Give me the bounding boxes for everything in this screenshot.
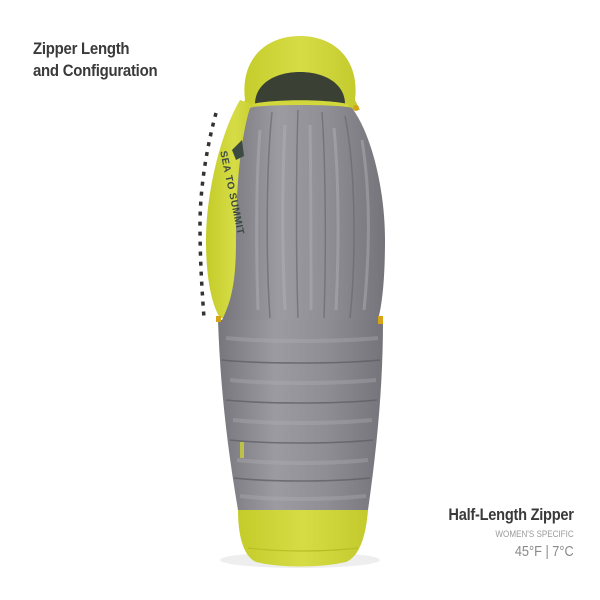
horizontal-baffle-lines (221, 359, 381, 482)
lower-body-baffles (218, 320, 383, 510)
footbox (238, 510, 368, 567)
drawcord-toggle (353, 105, 359, 111)
product-category: WOMEN'S SPECIFIC (495, 529, 574, 540)
heading-line-2: and Configuration (33, 61, 158, 80)
hood-opening (255, 72, 345, 104)
dotted-zipper-line-icon (198, 112, 218, 319)
brand-logo-icon (232, 140, 244, 160)
heading: Zipper Length and Configuration (33, 38, 158, 82)
vertical-baffle-lines (266, 109, 355, 319)
zipper-pull (378, 316, 383, 324)
product-spec: Half-Length Zipper WOMEN'S SPECIFIC 45°F… (428, 505, 575, 560)
upper-body-baffles (222, 105, 385, 320)
foot-label-icon (240, 442, 244, 458)
temperature-rating: 45°F | 7°C (515, 543, 574, 560)
heading-line-1: Zipper Length (33, 39, 130, 58)
zipper-type: Half-Length Zipper (448, 505, 575, 524)
